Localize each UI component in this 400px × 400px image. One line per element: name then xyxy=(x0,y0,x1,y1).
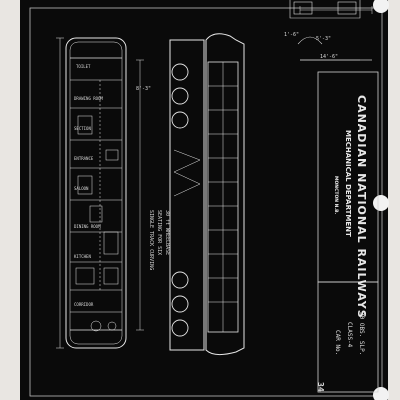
plan-label-7: KITCHEN xyxy=(74,254,91,259)
plan-label-6: DINING ROOM xyxy=(74,224,101,229)
dim-4: 1'-6" xyxy=(284,32,299,38)
plan-label-8: CORRIDOR xyxy=(74,302,94,307)
location: MONCTON N.B. xyxy=(333,176,339,215)
center-note-1: SINGLE TRACK CURVING xyxy=(148,210,154,270)
side-elevation xyxy=(169,39,205,351)
center-note-2: SEATING FOR SIX xyxy=(156,210,162,255)
end-elevation-detail xyxy=(289,0,361,45)
plan-label-2: DRAWING ROOM xyxy=(74,96,103,101)
car-body-elevation xyxy=(205,33,245,356)
binder-hole-top xyxy=(373,0,389,13)
company-name: CANADIAN NATIONAL RAILWAYS xyxy=(355,95,368,319)
trucks xyxy=(171,63,189,337)
plan-label-4: ENTRANCE xyxy=(74,156,94,161)
dim-3: 14'-6" xyxy=(320,54,338,60)
dim-2: 5'-3" xyxy=(316,36,331,42)
handwritten-class: CLASS-4 xyxy=(346,322,353,348)
handwritten-car-type: 30 OBS. SLP. xyxy=(358,312,365,355)
binder-hole-bottom xyxy=(373,387,389,400)
center-note-3: 30 ft WHEELBASE xyxy=(164,210,170,255)
sheet-number: 34 xyxy=(316,382,325,392)
plan-label-5: SALOON xyxy=(74,186,89,191)
center-notes: SINGLE TRACK CURVING SEATING FOR SIX 30 … xyxy=(148,210,170,270)
title-block: CANADIAN NATIONAL RAILWAYS MECHANICAL DE… xyxy=(300,59,379,393)
binder-hole-middle xyxy=(373,195,389,211)
department-name: MECHANICAL DEPARTMENT xyxy=(344,130,352,237)
dim-1: 8'-3" xyxy=(136,86,151,92)
plan-label-1: TOILET xyxy=(76,64,91,69)
plan-label-3: SECTION xyxy=(74,126,91,131)
handwritten-car-no: CAR No. xyxy=(334,330,341,355)
floor-plan xyxy=(56,37,127,349)
